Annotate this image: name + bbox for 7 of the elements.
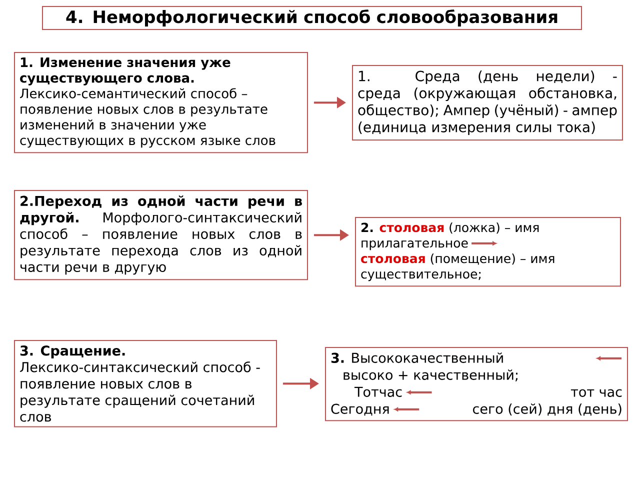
title-box: 4. Неморфологический способ словообразования [42,6,582,30]
text-box: 3. Сращение. Лексико-синтаксический способ - появление новых слов в результате сращений сочетаний слов [14,340,277,428]
text-box: 1. Изменение значения уже существующего слова. Лексико-семантический способ – появление новых слов в результате изменений в значении уже существующих в русском языке слов [14,52,308,154]
text-box: 2.Переход из одной части речи в другой. Морфолого-синтаксический способ – появление новых слов в результате перехода слов из одной части речи в другую [14,190,308,280]
text-box: 2. столовая (ложка) – имя прилагательное столовая (помещение) – имя существительное; [355,217,621,287]
text-box: 3. Высококачественный высоко + качественный; Тотчас тот час Сегодня сего (сей) дня (день) [325,347,628,422]
text-box: 1. Среда (день недели) - среда (окружающая обстановка, общество); Ампер (учёный) - ампер (единица измерения силы тока) [352,65,623,141]
